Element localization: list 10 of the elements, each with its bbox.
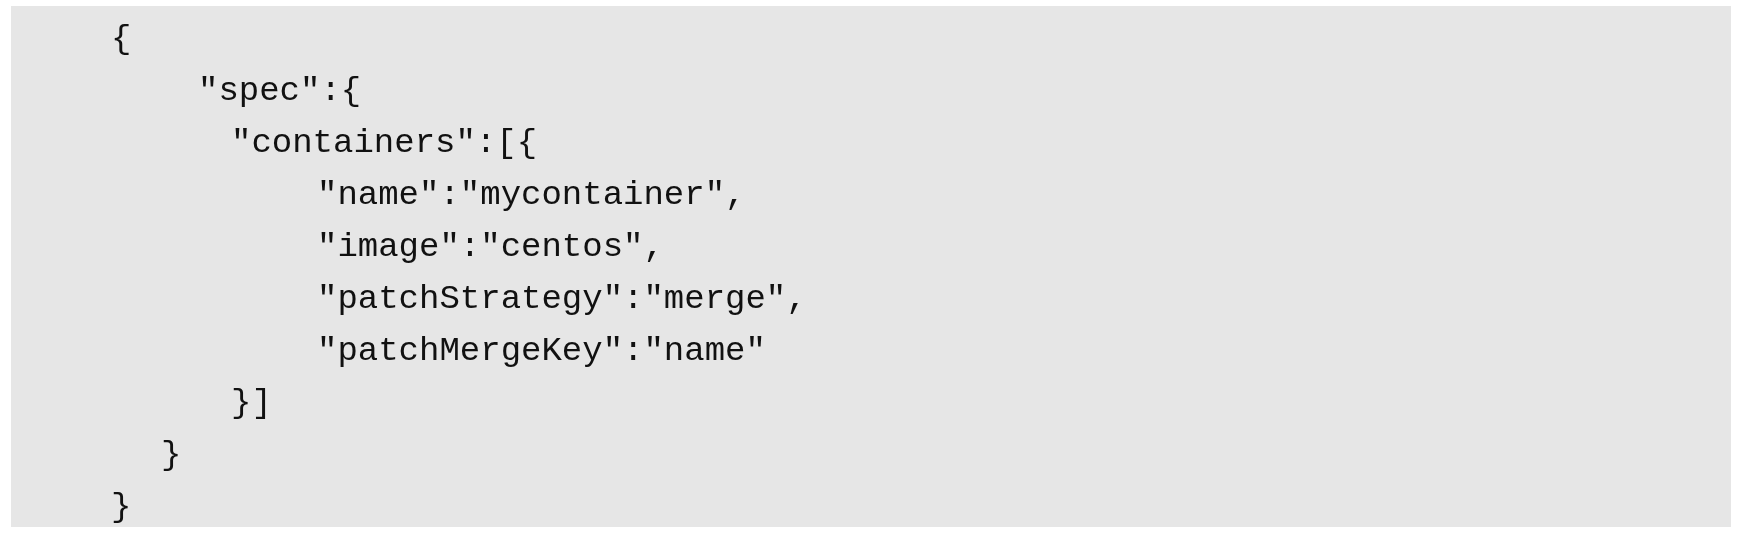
- code-line: "patchStrategy":"merge",: [317, 279, 807, 319]
- code-line: }: [161, 435, 182, 475]
- code-line: "image":"centos",: [317, 227, 664, 267]
- code-line: "containers":[{: [231, 123, 538, 163]
- code-line: "patchMergeKey":"name": [317, 331, 766, 371]
- code-line: {: [111, 19, 132, 59]
- code-line: }: [111, 487, 132, 527]
- code-line: "spec":{: [198, 71, 362, 111]
- code-line: "name":"mycontainer",: [317, 175, 746, 215]
- code-line: }]: [231, 383, 272, 423]
